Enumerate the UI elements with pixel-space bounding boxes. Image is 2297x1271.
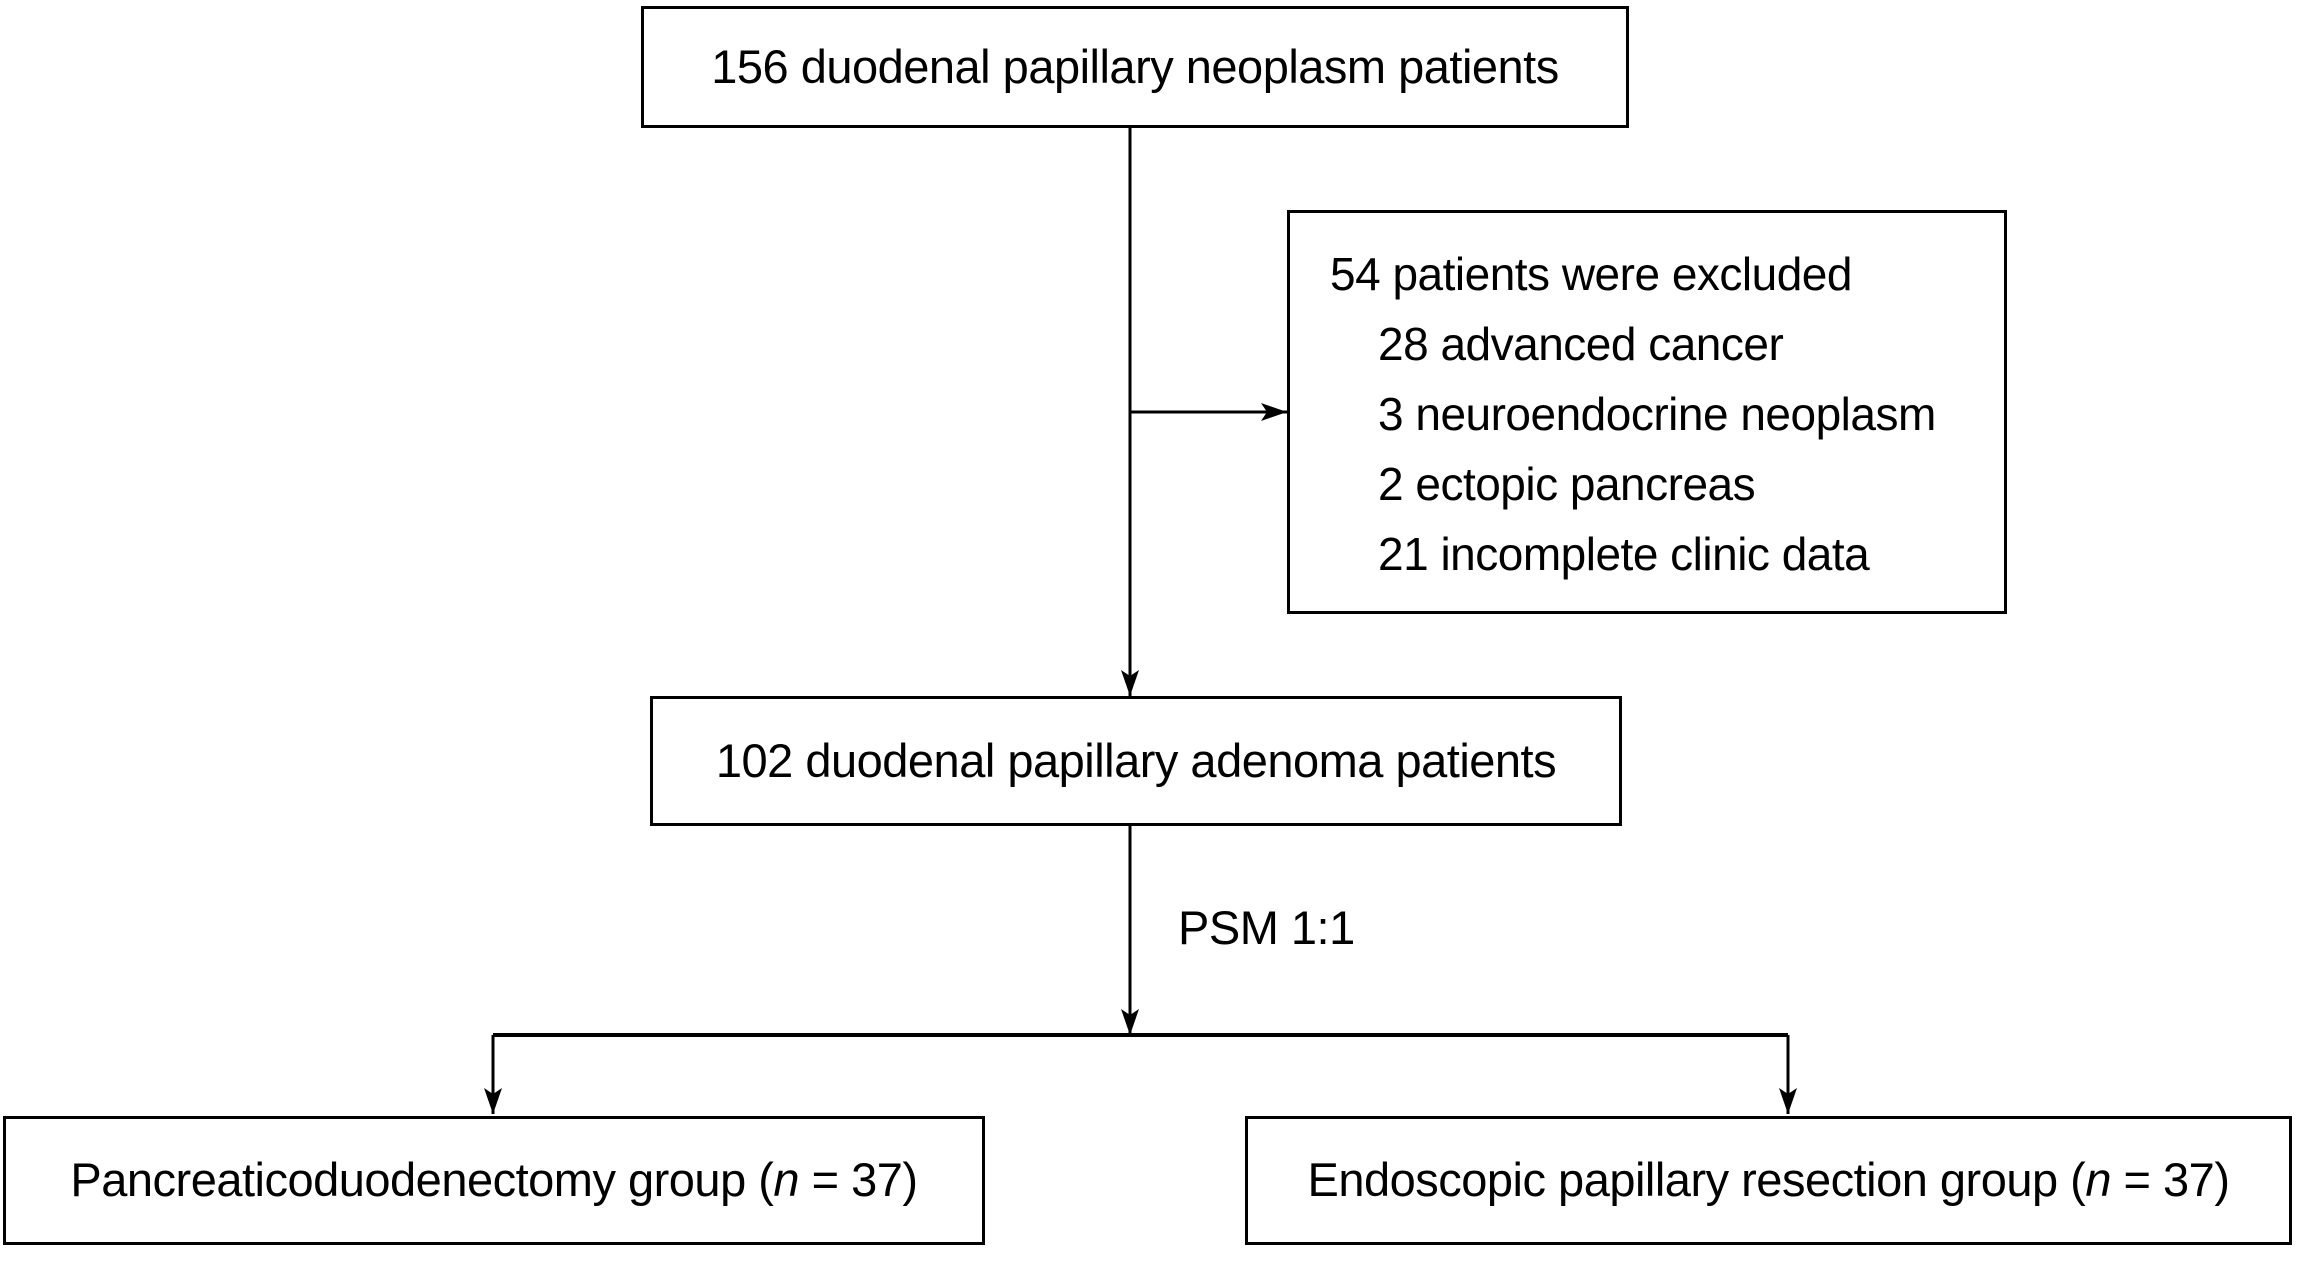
pd-group-box: Pancreaticoduodenectomy group (n = 37) [3, 1116, 985, 1245]
exclusion-item-incomplete-data: 21 incomplete clinic data [1378, 528, 1870, 580]
exclusion-item-ectopic-pancreas: 2 ectopic pancreas [1378, 458, 1756, 510]
pd-group-prefix: Pancreaticoduodenectomy group ( [70, 1153, 774, 1207]
epr-group-prefix: Endoscopic papillary resection group ( [1307, 1153, 2086, 1207]
psm-label: PSM 1:1 [1178, 901, 1355, 954]
epr-group-n-variable: n [2085, 1153, 2111, 1207]
neoplasm-patients-box: 156 duodenal papillary neoplasm patients [641, 6, 1629, 128]
neoplasm-patients-text: 156 duodenal papillary neoplasm patients [711, 39, 1559, 93]
epr-group-text: Endoscopic papillary resection group (n … [1308, 1153, 2230, 1207]
pd-group-n-variable: n [773, 1153, 800, 1207]
pd-group-suffix: = 37) [799, 1153, 918, 1207]
pd-group-text: Pancreaticoduodenectomy group (n = 37) [70, 1153, 918, 1207]
exclusion-item-neuroendocrine: 3 neuroendocrine neoplasm [1378, 388, 1936, 440]
epr-group-suffix: = 37) [2110, 1153, 2230, 1207]
exclusion-content: 54 patients were excluded 28 advanced ca… [1330, 239, 1994, 589]
exclusion-title: 54 patients were excluded [1330, 248, 1852, 300]
adenoma-patients-text: 102 duodenal papillary adenoma patients [715, 733, 1557, 787]
epr-group-box: Endoscopic papillary resection group (n … [1245, 1116, 2292, 1245]
exclusion-item-advanced-cancer: 28 advanced cancer [1378, 318, 1784, 370]
exclusion-box: 54 patients were excluded 28 advanced ca… [1287, 210, 2007, 614]
adenoma-patients-box: 102 duodenal papillary adenoma patients [650, 696, 1622, 826]
